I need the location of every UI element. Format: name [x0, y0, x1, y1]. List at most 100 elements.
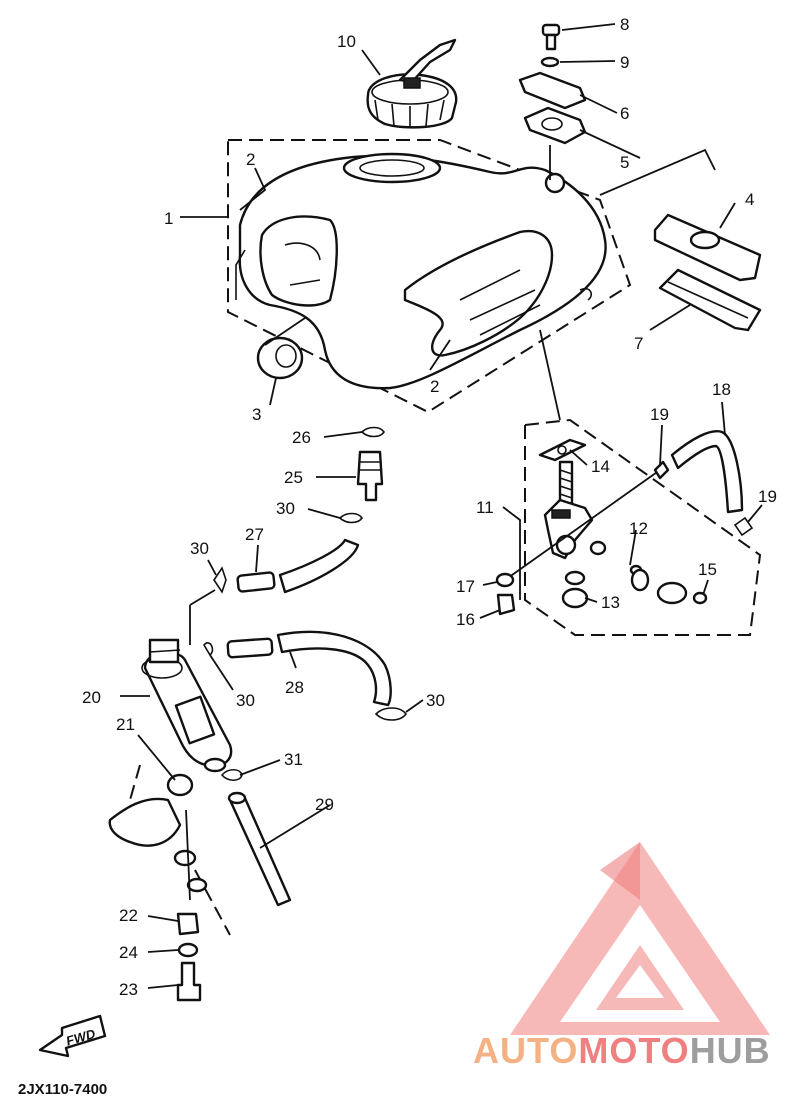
pump-mount-group: [108, 764, 231, 1002]
watermark-logo: [510, 842, 770, 1035]
callout-24: 24: [119, 943, 138, 962]
fuel-pump-group: [141, 638, 233, 773]
callout-27: 27: [245, 525, 264, 544]
lever-plate-15: [656, 581, 688, 605]
callout-23: 23: [119, 980, 138, 999]
callout-12: 12: [629, 519, 648, 538]
callout-leaders: [120, 23, 763, 989]
callout-numbers: 1 2 2 3 4 5 6 7 8 9 10 11 12 13 14 15 16…: [82, 15, 777, 999]
fuel-tank-group: [227, 139, 632, 414]
hose-29: [228, 794, 292, 907]
callout-11: 11: [476, 498, 494, 517]
callout-30-c: 30: [236, 691, 255, 710]
fitting-25: [356, 450, 384, 502]
fuel-cock-group: [495, 329, 762, 636]
washer-24: [177, 942, 199, 958]
damper-21b: [173, 849, 197, 867]
lever-12: [630, 568, 650, 592]
drawing-code: 2JX110-7400: [18, 1081, 107, 1098]
bracket-5: [523, 106, 587, 145]
screw-15: [692, 591, 708, 605]
callout-13: 13: [601, 593, 620, 612]
washer-9: [540, 56, 560, 68]
callout-7: 7: [634, 334, 643, 353]
tank-side-cover-right: [403, 229, 554, 357]
callout-14: 14: [591, 457, 610, 476]
drain-cup-13: [561, 587, 589, 609]
bolt-shank-8: [545, 33, 557, 51]
clip-19a: [653, 460, 670, 480]
callout-25: 25: [284, 468, 303, 487]
damper-group: [256, 317, 306, 380]
watermark-text: AUTOMOTOHUB: [473, 1030, 771, 1071]
clip-30a: [338, 512, 363, 524]
callout-5: 5: [620, 153, 629, 172]
clip-30d: [374, 707, 408, 721]
callout-30-a: 30: [276, 499, 295, 518]
fuel-cock-plate: [551, 509, 571, 519]
filler-neck: [342, 152, 442, 184]
callout-16: 16: [456, 610, 475, 629]
callout-10: 10: [337, 32, 356, 51]
screw-12: [589, 540, 607, 556]
callout-19-top: 19: [650, 405, 669, 424]
callout-15: 15: [698, 560, 717, 579]
damper-21: [166, 773, 194, 797]
clip-26: [360, 426, 385, 438]
tank-damper: [256, 336, 304, 380]
tank-knee-recess-left: [259, 215, 338, 307]
callout-2-top: 2: [246, 150, 255, 169]
callout-8: 8: [620, 15, 629, 34]
pump-bracket: [174, 695, 216, 745]
callout-17: 17: [456, 577, 475, 596]
callout-2-bottom: 2: [430, 377, 439, 396]
watermark-word-hub: HUB: [690, 1030, 771, 1071]
washer-17: [495, 572, 515, 588]
bracket-4-grommet: [689, 230, 721, 250]
watermark-word-moto: MOTO: [578, 1030, 689, 1071]
rear-brackets-group: [599, 148, 762, 332]
drain-hose-group: [220, 768, 292, 907]
callout-4: 4: [745, 190, 754, 209]
callout-30-b: 30: [190, 539, 209, 558]
gasket-14: [538, 438, 587, 462]
callout-30-d: 30: [426, 691, 445, 710]
bolt-head-8: [541, 23, 561, 37]
callout-28: 28: [285, 678, 304, 697]
breather-hose-group: [653, 430, 754, 537]
hose-27: [236, 571, 276, 593]
fuel-cock-boundary: [524, 418, 762, 636]
callout-6: 6: [620, 104, 629, 123]
forward-direction-arrow: FWD: [38, 1014, 107, 1058]
callout-9: 9: [620, 53, 629, 72]
callout-21: 21: [116, 715, 135, 734]
callout-22: 22: [119, 906, 138, 925]
clip-31: [220, 768, 243, 782]
fuel-cock-outlet: [555, 534, 577, 556]
fuel-cap-group: [366, 38, 458, 129]
callout-3: 3: [252, 405, 261, 424]
bracket-6: [518, 71, 587, 110]
bracket-7: [658, 268, 762, 332]
hose-28: [276, 630, 392, 707]
callout-18: 18: [712, 380, 731, 399]
callout-19-right: 19: [758, 487, 777, 506]
callout-1: 1: [164, 209, 173, 228]
pump-outlet: [203, 757, 227, 773]
clip-30c: [203, 642, 214, 657]
hose-28-short: [226, 637, 274, 659]
mounting-hardware-group: [518, 23, 587, 180]
collar-22: [176, 912, 200, 936]
watermark-word-auto: AUTO: [473, 1030, 578, 1071]
clip-19b: [733, 516, 754, 537]
callout-20: 20: [82, 688, 101, 707]
frame-bracket: [108, 797, 182, 847]
breather-hose-18: [670, 430, 744, 514]
clip-30b: [213, 566, 227, 594]
fuel-hoses-group: [189, 426, 408, 721]
bolt-16: [496, 593, 516, 616]
tank-filler-hole: [544, 172, 566, 194]
bolt-23: [176, 961, 202, 1002]
o-ring-13a: [564, 570, 586, 586]
